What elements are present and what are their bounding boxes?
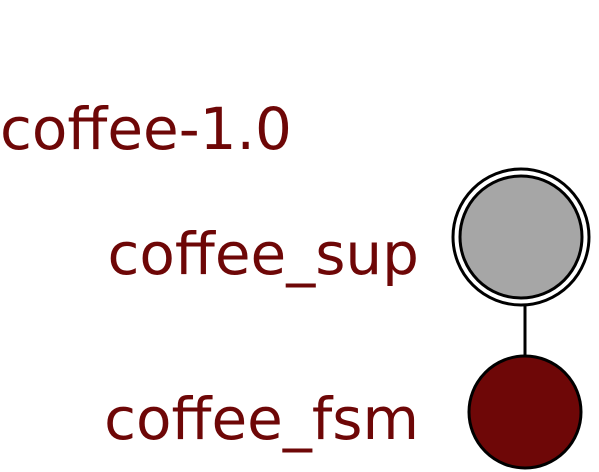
supervisor-node[interactable] — [451, 167, 591, 307]
supervisor-inner-circle — [458, 174, 584, 300]
worker-node-label: coffee_fsm — [104, 385, 419, 453]
supervisor-node-label: coffee_sup — [107, 220, 420, 288]
application-label: coffee-1.0 — [0, 95, 292, 163]
worker-node[interactable] — [467, 354, 583, 470]
